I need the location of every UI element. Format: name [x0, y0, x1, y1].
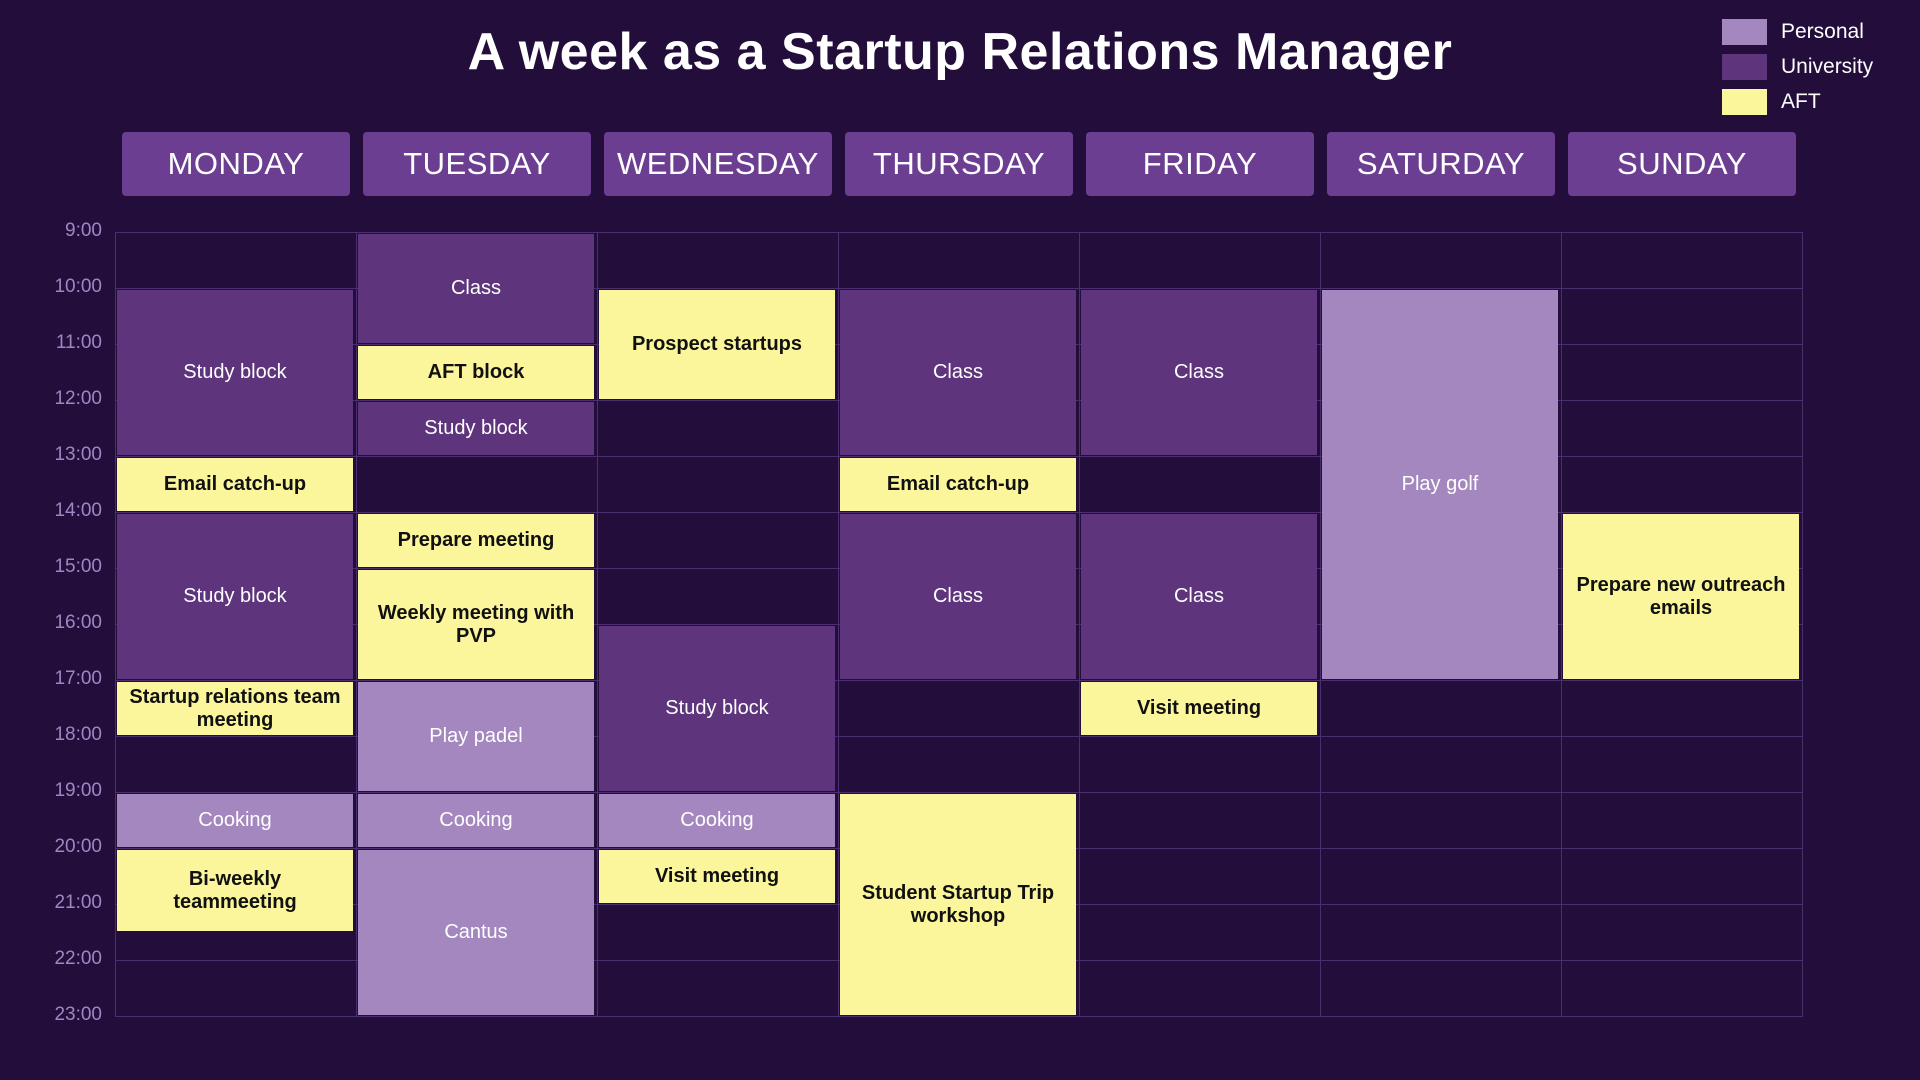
legend-swatch-aft: [1722, 88, 1767, 115]
event-block-aft[interactable]: Prepare new outreach emails: [1563, 514, 1799, 679]
grid-line-horizontal: [115, 232, 1803, 233]
time-label: 19:00: [54, 780, 102, 801]
legend-label-university: University: [1781, 54, 1874, 78]
time-label: 14:00: [54, 500, 102, 521]
legend-item-aft: AFT: [1722, 84, 1873, 119]
page-title: A week as a Startup Relations Manager: [467, 23, 1453, 81]
grid-line-horizontal: [115, 456, 1803, 457]
grid-line-horizontal: [115, 736, 1803, 737]
event-block-aft[interactable]: Email catch-up: [117, 458, 353, 511]
event-block-personal[interactable]: Cooking: [117, 794, 353, 847]
event-block-university[interactable]: Study block: [117, 514, 353, 679]
legend: Personal University AFT: [1722, 14, 1873, 119]
grid-line-vertical: [838, 232, 839, 1016]
grid-line-vertical: [1320, 232, 1321, 1016]
event-block-university[interactable]: Class: [1081, 290, 1317, 455]
time-label: 13:00: [54, 444, 102, 465]
event-block-university[interactable]: Study block: [117, 290, 353, 455]
time-label: 22:00: [54, 948, 102, 969]
event-block-university[interactable]: Study block: [358, 402, 594, 455]
grid-line-vertical: [1802, 232, 1803, 1016]
grid-line-horizontal: [115, 680, 1803, 681]
event-block-university[interactable]: Class: [840, 514, 1076, 679]
event-block-aft[interactable]: Visit meeting: [1081, 682, 1317, 735]
event-block-aft[interactable]: Weekly meeting with PVP: [358, 570, 594, 679]
grid-line-vertical: [356, 232, 357, 1016]
grid-line-vertical: [115, 232, 116, 1016]
day-header-tuesday: TUESDAY: [363, 132, 591, 196]
time-label: 15:00: [54, 556, 102, 577]
day-header-sunday: SUNDAY: [1568, 132, 1796, 196]
time-label: 11:00: [55, 332, 102, 353]
event-block-personal[interactable]: Play golf: [1322, 290, 1558, 679]
event-block-personal[interactable]: Cooking: [358, 794, 594, 847]
grid-line-vertical: [1079, 232, 1080, 1016]
grid-line-horizontal: [115, 792, 1803, 793]
time-label: 10:00: [54, 276, 102, 297]
time-label: 23:00: [54, 1004, 102, 1025]
event-block-personal[interactable]: Cooking: [599, 794, 835, 847]
legend-swatch-university: [1722, 53, 1767, 80]
grid-line-vertical: [597, 232, 598, 1016]
event-block-aft[interactable]: Bi-weekly teammeeting: [117, 850, 353, 931]
time-label: 9:00: [65, 220, 102, 241]
event-block-personal[interactable]: Cantus: [358, 850, 594, 1015]
event-block-aft[interactable]: Email catch-up: [840, 458, 1076, 511]
event-block-university[interactable]: Study block: [599, 626, 835, 791]
event-block-aft[interactable]: AFT block: [358, 346, 594, 399]
event-block-university[interactable]: Class: [1081, 514, 1317, 679]
time-label: 18:00: [54, 724, 102, 745]
grid-line-horizontal: [115, 1016, 1803, 1017]
time-label: 17:00: [54, 668, 102, 689]
legend-swatch-personal: [1722, 18, 1767, 45]
event-block-personal[interactable]: Play padel: [358, 682, 594, 791]
time-label: 20:00: [54, 836, 102, 857]
event-block-aft[interactable]: Student Startup Trip workshop: [840, 794, 1076, 1015]
event-block-university[interactable]: Class: [840, 290, 1076, 455]
grid-line-horizontal: [115, 288, 1803, 289]
grid-line-vertical: [1561, 232, 1562, 1016]
time-label: 12:00: [54, 388, 102, 409]
legend-label-personal: Personal: [1781, 19, 1864, 43]
day-header-monday: MONDAY: [122, 132, 350, 196]
time-label: 21:00: [54, 892, 102, 913]
event-block-aft[interactable]: Visit meeting: [599, 850, 835, 903]
event-block-aft[interactable]: Prospect startups: [599, 290, 835, 399]
event-block-university[interactable]: Class: [358, 234, 594, 343]
day-header-thursday: THURSDAY: [845, 132, 1073, 196]
day-header-saturday: SATURDAY: [1327, 132, 1555, 196]
day-header-wednesday: WEDNESDAY: [604, 132, 832, 196]
legend-label-aft: AFT: [1781, 89, 1821, 113]
grid-line-horizontal: [115, 512, 1803, 513]
legend-item-personal: Personal: [1722, 14, 1873, 49]
event-block-aft[interactable]: Prepare meeting: [358, 514, 594, 567]
event-block-aft[interactable]: Startup relations team meeting: [117, 682, 353, 735]
time-label: 16:00: [54, 612, 102, 633]
legend-item-university: University: [1722, 49, 1873, 84]
day-header-friday: FRIDAY: [1086, 132, 1314, 196]
